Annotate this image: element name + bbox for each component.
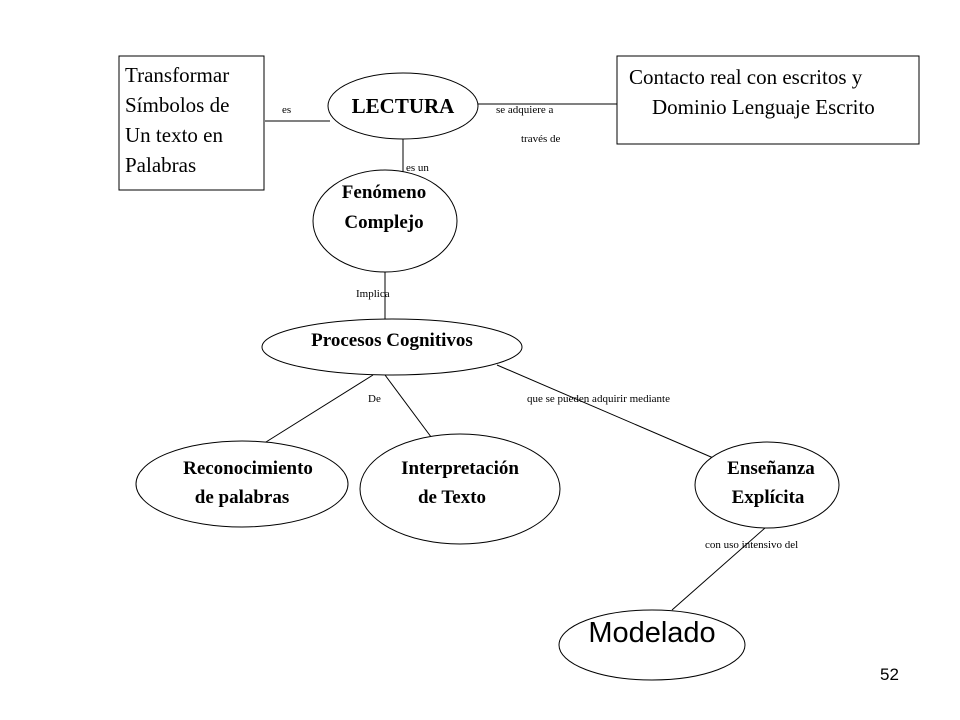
fenomeno-line-1: Fenómeno [342,182,426,203]
interpretacion-ellipse [359,433,561,545]
link-label-es: es [282,104,291,116]
procesos-ellipse [261,318,523,376]
transformar-line-4: Palabras [125,153,196,177]
procesos-label: Procesos Cognitivos [311,330,473,351]
transformar-box [118,55,265,191]
link-label-es-un: es un [406,162,429,174]
interpretacion-line-1: Interpretación [401,458,519,479]
modelado-ellipse [558,609,746,681]
contacto-box [616,55,920,145]
transformar-line-2: Símbolos de [125,93,229,117]
transformar-line-1: Transformar [125,63,229,87]
reconocimiento-ellipse [135,440,349,528]
connector-ensenanza-modelado [671,527,766,611]
ensenanza-ellipse [694,441,840,529]
ensenanza-line-1: Enseñanza [727,458,815,479]
connector-procesos-reconocimiento [257,374,374,448]
contacto-line-2: Dominio Lenguaje Escrito [652,95,875,119]
link-label-traves-de: través de [521,133,561,145]
reconocimiento-line-2: de palabras [195,487,290,508]
connector-procesos-ensenanza [496,364,719,461]
link-label-que-se-pueden: que se pueden adquirir mediante [527,393,670,405]
link-label-de: De [368,393,381,405]
transformar-line-3: Un texto en [125,123,223,147]
contacto-line-1: Contacto real con escritos y [629,65,863,89]
modelado-label: Modelado [588,617,715,649]
fenomeno-line-2: Complejo [344,212,423,233]
lectura-label: LECTURA [352,94,456,118]
interpretacion-line-2: de Texto [418,487,486,508]
link-label-implica: Implica [356,288,390,300]
page-number: 52 [880,665,899,684]
lectura-ellipse [327,72,479,140]
link-label-con-uso: con uso intensivo del [705,539,798,551]
reconocimiento-line-1: Reconocimiento [183,458,313,479]
link-label-se-adquiere: se adquiere a [496,104,554,116]
fenomeno-ellipse [312,169,458,273]
ensenanza-line-2: Explícita [732,487,805,508]
